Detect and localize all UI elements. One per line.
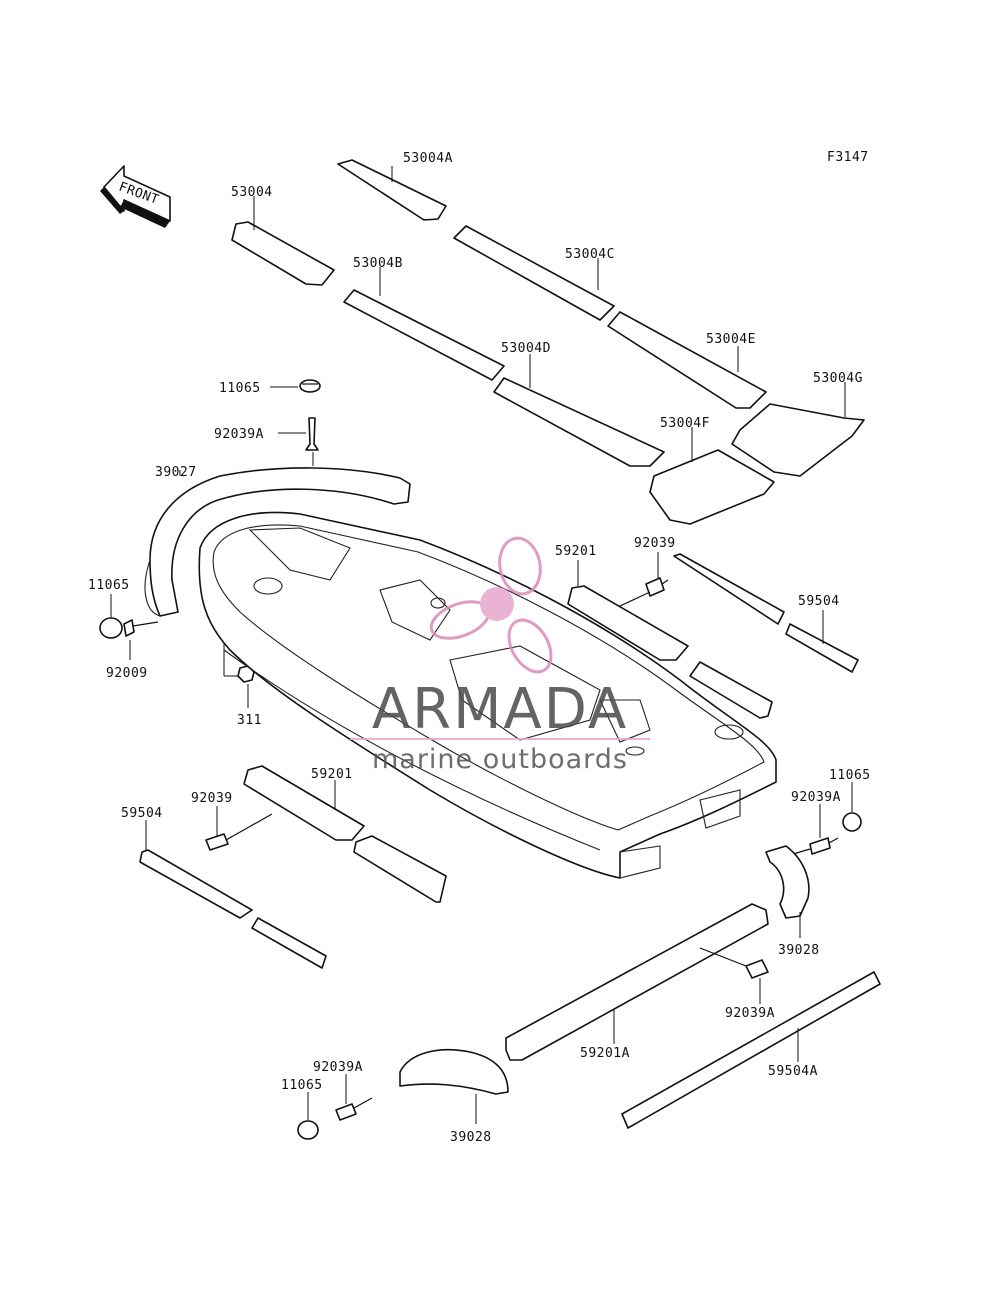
label-53004A: 53004A bbox=[403, 151, 453, 166]
cap-11065-bottom bbox=[297, 1120, 319, 1140]
mat-53004G bbox=[731, 403, 865, 477]
rail-59201-right bbox=[567, 585, 773, 719]
label-53004: 53004 bbox=[231, 185, 273, 200]
label-59504A: 59504A bbox=[768, 1064, 818, 1079]
rivet-92039-right bbox=[619, 577, 669, 607]
label-92009: 92009 bbox=[106, 666, 148, 681]
label-39028-right: 39028 bbox=[778, 943, 820, 958]
rail-59201A bbox=[505, 903, 769, 1061]
cap-11065-top bbox=[299, 379, 321, 393]
label-39027: 39027 bbox=[155, 465, 197, 480]
label-92039-left: 92039 bbox=[191, 791, 233, 806]
rivet-92039A-mid bbox=[699, 947, 769, 979]
mat-53004F bbox=[649, 449, 775, 525]
mat-53004 bbox=[231, 221, 335, 286]
label-92039A-right: 92039A bbox=[791, 790, 841, 805]
rail-59504-left bbox=[139, 849, 327, 969]
label-59504-left: 59504 bbox=[121, 806, 163, 821]
screw-92009 bbox=[123, 619, 159, 637]
rivet-92039-left bbox=[205, 813, 273, 851]
bumper-39028-bottom bbox=[399, 1049, 509, 1095]
watermark: ARMADA marine outboards bbox=[350, 536, 650, 775]
label-39028-bottom: 39028 bbox=[450, 1130, 492, 1145]
rivet-92039A-bottom bbox=[335, 1097, 373, 1121]
label-53004C: 53004C bbox=[565, 247, 615, 262]
label-59201-right: 59201 bbox=[555, 544, 597, 559]
watermark-brand: ARMADA bbox=[372, 677, 628, 742]
label-11065-right: 11065 bbox=[829, 768, 871, 783]
watermark-tagline: marine outboards bbox=[372, 744, 628, 775]
figure-code: F3147 bbox=[827, 150, 869, 165]
bumper-39028-right bbox=[765, 845, 810, 919]
label-92039-right: 92039 bbox=[634, 536, 676, 551]
propeller-logo-icon bbox=[429, 536, 553, 674]
rail-59504A bbox=[621, 971, 881, 1129]
label-11065-bottom: 11065 bbox=[281, 1078, 323, 1093]
rivet-92039A-top bbox=[305, 417, 319, 451]
label-92039A-top: 92039A bbox=[214, 427, 264, 442]
hull-body bbox=[198, 511, 777, 879]
label-11065-top: 11065 bbox=[219, 381, 261, 396]
mat-53004B bbox=[343, 289, 505, 381]
label-59201-left: 59201 bbox=[311, 767, 353, 782]
label-53004G: 53004G bbox=[813, 371, 863, 386]
cap-11065-right bbox=[842, 812, 862, 832]
mat-53004D bbox=[493, 377, 665, 467]
rail-59201-left bbox=[243, 765, 447, 903]
mat-53004A bbox=[337, 159, 447, 221]
mat-53004C bbox=[453, 225, 615, 321]
label-53004B: 53004B bbox=[353, 256, 403, 271]
label-11065-left: 11065 bbox=[88, 578, 130, 593]
label-311: 311 bbox=[237, 713, 262, 728]
mat-53004E bbox=[607, 311, 767, 409]
rail-59504-right bbox=[673, 553, 859, 673]
front-arrow-icon: FRONT bbox=[100, 165, 171, 228]
label-59201A: 59201A bbox=[580, 1046, 630, 1061]
label-53004D: 53004D bbox=[501, 341, 551, 356]
label-92039A-bottom: 92039A bbox=[313, 1060, 363, 1075]
label-92039A-mid: 92039A bbox=[725, 1006, 775, 1021]
label-53004E: 53004E bbox=[706, 332, 756, 347]
label-53004F: 53004F bbox=[660, 416, 710, 431]
bumper-39027 bbox=[144, 467, 411, 617]
cap-11065-left bbox=[99, 617, 123, 639]
label-59504-right: 59504 bbox=[798, 594, 840, 609]
